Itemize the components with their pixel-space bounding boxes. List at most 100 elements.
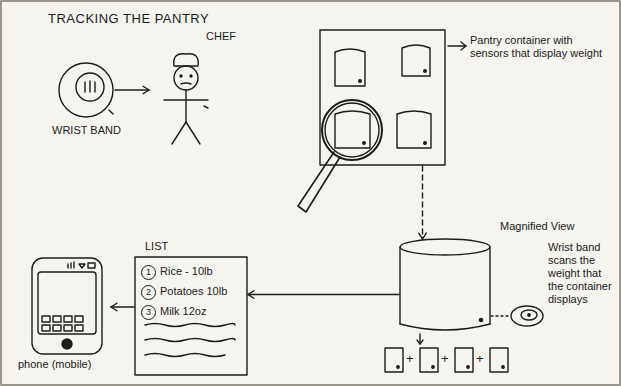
- pantry-shelf: [298, 30, 466, 212]
- drawing-stroke: [190, 75, 192, 77]
- drawing-stroke: [53, 325, 61, 331]
- drawing-stroke: [467, 366, 469, 368]
- callout-number: 1: [141, 265, 156, 280]
- arrow-head: [143, 86, 149, 94]
- drawing-stroke: [32, 258, 102, 354]
- connector-line: [491, 315, 509, 316]
- drawing-stroke: [185, 90, 186, 122]
- callout-number: 3: [141, 305, 156, 320]
- node-label: phone (mobile): [18, 358, 118, 371]
- drawing-stroke: [420, 348, 438, 372]
- drawing-stroke: [298, 152, 340, 212]
- drawing-stroke: [180, 75, 182, 77]
- drawing-stroke: [397, 111, 431, 148]
- plus-sign: +: [476, 352, 484, 365]
- drawing-stroke: [399, 247, 400, 324]
- drawing-stroke: [62, 339, 72, 349]
- drawing-stroke: [448, 45, 466, 46]
- magnified-container: [400, 239, 490, 344]
- drawing-stroke: [76, 73, 104, 101]
- wrist-band: WRIST BAND: [58, 62, 114, 118]
- drawing-stroke: [521, 310, 537, 320]
- drawing-stroke: [335, 111, 370, 148]
- node-label: WRIST BAND: [52, 124, 142, 137]
- phone: phone (mobile): [22, 258, 110, 356]
- drawing-stroke: [145, 339, 235, 342]
- drawing-stroke: [359, 80, 362, 83]
- arrow-head: [248, 291, 254, 299]
- list-box: LIST1Rice - 10lb2Potatoes 10lb3Milk 12oz: [135, 257, 247, 375]
- plus-sign: +: [441, 352, 449, 365]
- drawing-stroke: [479, 318, 482, 321]
- drawing-stroke: [164, 99, 208, 100]
- drawing-stroke: [174, 66, 198, 90]
- drawing-stroke: [400, 324, 490, 330]
- drawing-stroke: [70, 263, 71, 268]
- drawing-stroke: [363, 142, 366, 145]
- drawing-stroke: [38, 272, 96, 334]
- drawing-stroke: [320, 30, 445, 165]
- list-heading: LIST: [145, 240, 205, 253]
- drawing-stroke: [145, 324, 235, 327]
- drawing-stroke: [89, 81, 90, 92]
- magnified-container: Magnified View: [400, 240, 490, 332]
- drawing-stroke: [490, 348, 508, 372]
- list-item: Rice - 10lb: [160, 265, 244, 278]
- node-label: CHEF: [206, 30, 256, 43]
- connector: [115, 86, 149, 94]
- drawing-stroke: [172, 122, 186, 144]
- arrow-head: [419, 233, 427, 239]
- drawing-stroke: [424, 142, 427, 145]
- connector-line: [115, 89, 149, 90]
- connector: [248, 291, 399, 299]
- connector-line: [111, 306, 134, 307]
- drawing-stroke: [511, 306, 543, 326]
- list-item: Potatoes 10lb: [160, 285, 244, 298]
- drawing-stroke: [417, 340, 423, 344]
- drawing-stroke: [424, 70, 427, 73]
- drawing-stroke: [335, 49, 365, 86]
- drawing-stroke: [502, 366, 504, 368]
- note-text: Pantry container with sensors that displ…: [470, 34, 612, 60]
- drawing-stroke: [79, 264, 85, 268]
- drawing-stroke: [67, 264, 68, 268]
- drawing-stroke: [88, 263, 95, 268]
- drawing-stroke: [73, 262, 74, 268]
- drawing-stroke: [42, 325, 50, 331]
- chef-figure: [164, 54, 208, 144]
- drawing-stroke: [528, 314, 530, 316]
- list-sheet: [135, 257, 247, 375]
- drawing-stroke: [64, 325, 72, 331]
- drawing-stroke: [402, 45, 430, 76]
- node-heading: Magnified View: [500, 220, 600, 233]
- plus-sign: +: [406, 352, 414, 365]
- drawing-stroke: [489, 247, 490, 324]
- connector-line: [422, 166, 423, 239]
- drawing-stroke: [397, 366, 399, 368]
- drawing-stroke: [109, 110, 113, 114]
- drawing-stroke: [181, 83, 191, 84]
- drawing-stroke: [75, 325, 83, 331]
- drawing-stroke: [42, 316, 50, 322]
- drawing-stroke: [461, 42, 466, 50]
- arrow-head: [111, 303, 117, 311]
- drawing-stroke: [84, 82, 85, 92]
- drawing-stroke: [59, 63, 113, 117]
- drawing-stroke: [204, 106, 208, 108]
- wrist-band-callout: [511, 306, 543, 326]
- connector: [419, 166, 427, 239]
- drawing-stroke: [53, 316, 61, 322]
- note-text: Wrist band scans the weight that the con…: [548, 241, 616, 306]
- pantry-box: Pantry container with sensors that displ…: [320, 30, 445, 165]
- phone-drawing: [32, 258, 102, 354]
- drawing-stroke: [322, 100, 382, 160]
- drawing-stroke: [64, 316, 72, 322]
- drawing-stroke: [186, 122, 200, 144]
- connector: [491, 316, 509, 317]
- list-item: Milk 12oz: [160, 305, 244, 318]
- wrist-band-callout: Wrist band scans the weight that the con…: [510, 305, 544, 327]
- drawing-stroke: [400, 239, 490, 255]
